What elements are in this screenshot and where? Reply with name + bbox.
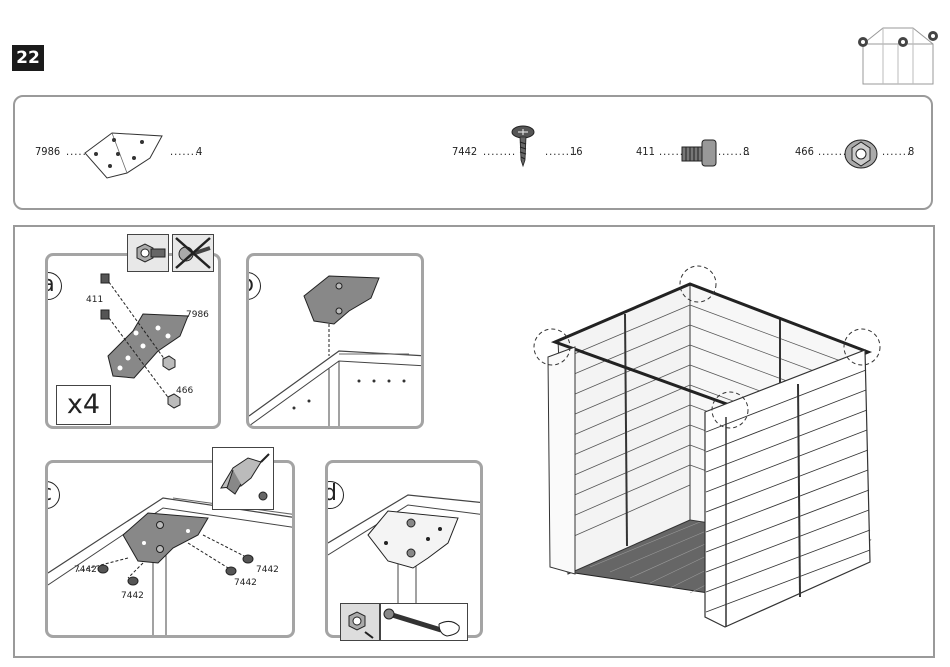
corner-bracket-icon: [82, 128, 167, 183]
part-qty-7442: 16: [570, 145, 583, 158]
shed-thumbnail-icon: [855, 22, 940, 90]
part-id-411: 411: [636, 145, 655, 158]
wrench-hand-icon: [380, 603, 468, 641]
wrench-ok-icon: [127, 234, 169, 272]
square-bolt-icon: [680, 137, 720, 169]
label-7442: 7442: [121, 591, 144, 601]
nut-tighten-icon: [340, 603, 380, 641]
label-7442: 7442: [234, 578, 257, 588]
multiplier-badge: x4: [56, 385, 111, 425]
part-dots: .......: [882, 145, 911, 158]
power-drill-icon: [212, 447, 274, 510]
part-qty-7986: 4: [196, 145, 202, 158]
part-id-466: 466: [795, 145, 814, 158]
subpanel-b: b: [246, 253, 424, 429]
flange-nut-icon: [843, 136, 879, 170]
label-7442: 7442: [74, 565, 97, 575]
part-qty-411: 8: [743, 145, 749, 158]
subpanel-a: a 411 7986 466 x4: [45, 253, 221, 429]
crossed-tool-icon: [172, 234, 214, 272]
shed-assembly-illustration: [530, 262, 885, 637]
step-number-badge: 22: [12, 45, 44, 71]
label-411: 411: [86, 295, 103, 305]
part-id-7986: 7986: [35, 145, 60, 158]
label-7442: 7442: [256, 565, 279, 575]
screw-icon: [508, 124, 538, 169]
label-466: 466: [176, 386, 193, 396]
label-7986: 7986: [186, 310, 209, 320]
part-qty-466: 8: [908, 145, 914, 158]
part-id-7442: 7442: [452, 145, 477, 158]
